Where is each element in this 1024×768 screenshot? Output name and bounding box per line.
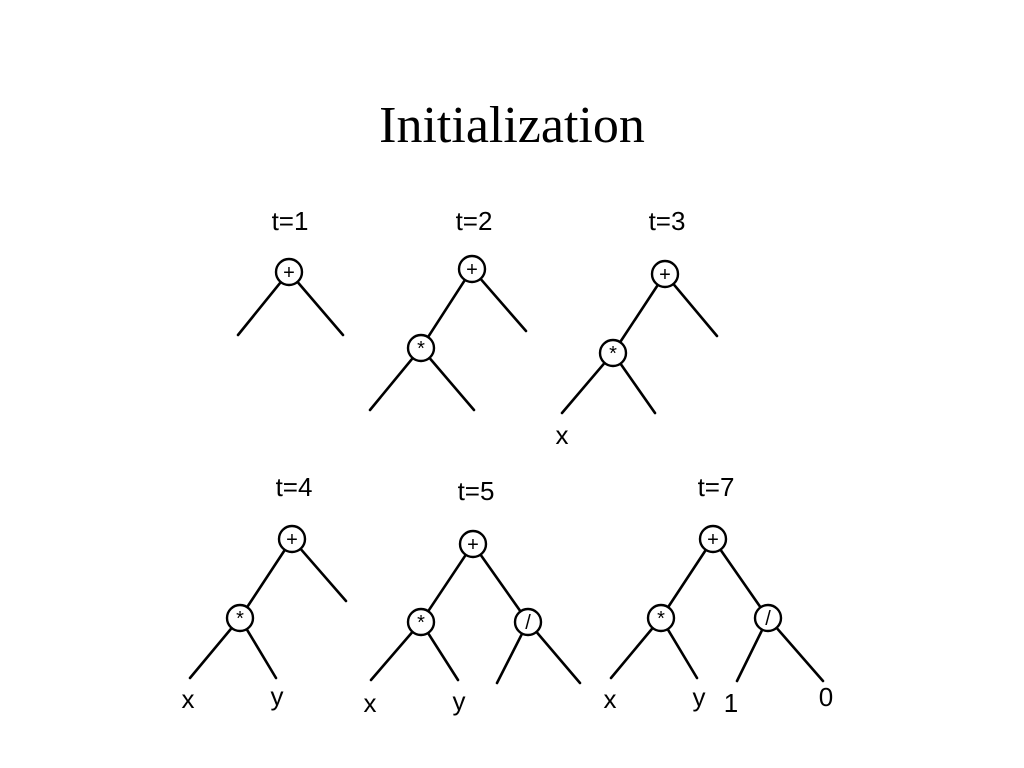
- slide-title: Initialization: [379, 97, 645, 154]
- tree-edge: [479, 553, 522, 613]
- leaf-terminal: y: [271, 681, 284, 711]
- operator-node: [406, 607, 436, 637]
- operator-node: [513, 607, 543, 637]
- operator-node: [457, 254, 487, 284]
- operator-symbol: *: [609, 343, 617, 365]
- tree-edge: [188, 626, 233, 680]
- tree-edge: [618, 283, 660, 344]
- operator-symbol: +: [707, 529, 719, 551]
- operator-node: [225, 603, 255, 633]
- tree-edge: [479, 277, 528, 333]
- leaf-terminal: 1: [724, 688, 738, 718]
- tree-edge: [236, 280, 283, 337]
- operator-symbol: +: [467, 534, 479, 556]
- operator-symbol: *: [417, 612, 425, 634]
- tree-edge: [245, 627, 278, 680]
- leaf-terminal: y: [453, 686, 466, 716]
- tree-edge: [560, 361, 606, 415]
- tree-edge: [296, 280, 345, 337]
- operator-node: [274, 257, 304, 287]
- tree-edge: [719, 548, 762, 609]
- step-label: t=5: [458, 476, 495, 506]
- operator-symbol: *: [657, 608, 665, 630]
- leaf-terminal: x: [604, 684, 617, 714]
- operator-node: [650, 259, 680, 289]
- operator-node: [406, 333, 436, 363]
- operator-symbol: /: [525, 612, 531, 634]
- tree-edge: [369, 630, 414, 682]
- tree-edge: [666, 548, 708, 609]
- operator-node: [646, 603, 676, 633]
- step-label: t=1: [272, 206, 309, 236]
- leaf-terminal: x: [364, 688, 377, 718]
- leaf-terminal: x: [556, 420, 569, 450]
- operator-symbol: *: [417, 338, 425, 360]
- tree-edge: [428, 356, 476, 412]
- tree-edge: [495, 632, 524, 685]
- tree-edge: [245, 548, 287, 609]
- operator-symbol: +: [286, 529, 298, 551]
- operator-symbol: +: [659, 264, 671, 286]
- tree-edge: [609, 626, 654, 680]
- leaf-terminal: 0: [819, 682, 833, 712]
- operator-symbol: /: [765, 608, 771, 630]
- tree-edge: [426, 631, 460, 682]
- leaf-terminal: y: [693, 682, 706, 712]
- operator-node: [277, 524, 307, 554]
- operator-node: [458, 529, 488, 559]
- step-label: t=4: [276, 472, 313, 502]
- tree-edge: [775, 626, 825, 683]
- operator-node: [598, 338, 628, 368]
- tree-edge: [426, 278, 467, 339]
- step-label: t=2: [456, 206, 493, 236]
- leaf-terminal: x: [182, 684, 195, 714]
- tree-edge: [619, 362, 657, 415]
- step-label: t=7: [698, 472, 735, 502]
- tree-edge: [368, 356, 415, 412]
- tree-edge: [535, 630, 582, 685]
- operator-node: [698, 524, 728, 554]
- step-label: t=3: [649, 206, 686, 236]
- tree-edge: [666, 627, 699, 680]
- tree-edge: [735, 628, 764, 683]
- tree-edge: [299, 547, 348, 603]
- operator-symbol: +: [283, 262, 295, 284]
- operator-symbol: +: [466, 259, 478, 281]
- tree-edge: [672, 282, 719, 338]
- tree-edge: [426, 553, 468, 613]
- operator-symbol: *: [236, 608, 244, 630]
- operator-node: [753, 603, 783, 633]
